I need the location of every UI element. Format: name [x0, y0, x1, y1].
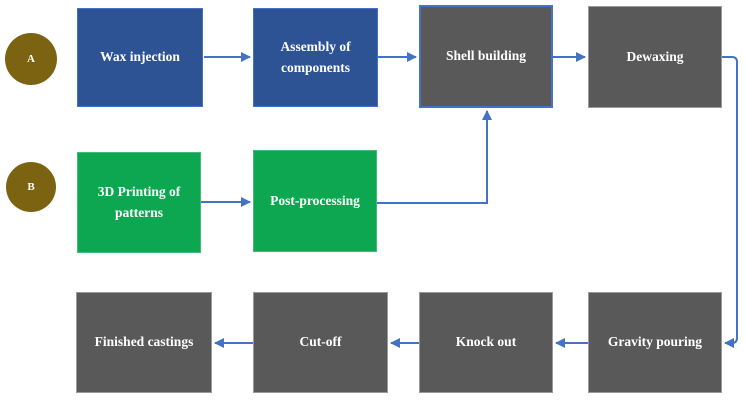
node-cut-off: Cut-off: [253, 292, 388, 393]
node-dewaxing-label: Dewaxing: [626, 48, 684, 64]
node-finished-castings: Finished castings: [76, 292, 212, 393]
node-3d-printing-of-patterns-label: 3D Printing of patterns: [97, 183, 181, 220]
node-dewaxing: Dewaxing: [588, 6, 722, 108]
node-shell-building: Shell building: [419, 5, 553, 108]
node-gravity-pouring-label: Gravity pouring: [607, 334, 703, 350]
node-post-processing-label: Post-processing: [270, 192, 360, 208]
route-a-label: A: [27, 53, 35, 65]
node-post-processing: Post-processing: [253, 150, 377, 252]
node-gravity-pouring: Gravity pouring: [588, 292, 722, 393]
node-knock-out: Knock out: [419, 292, 553, 393]
node-wax-injection: Wax injection: [77, 8, 203, 107]
node-wax-injection-label: Wax injection: [100, 49, 180, 65]
route-a-badge: A: [5, 33, 57, 85]
node-knock-out-label: Knock out: [455, 334, 517, 350]
node-assembly-of-components-label: Assembly of components: [280, 38, 351, 75]
node-shell-building-label: Shell building: [446, 48, 526, 64]
edge-dewaxing-to-gravity-pouring: [722, 56, 738, 348]
node-assembly-of-components: Assembly of components: [253, 8, 378, 107]
node-finished-castings-label: Finished castings: [94, 334, 194, 350]
node-3d-printing-of-patterns: 3D Printing of patterns: [77, 152, 201, 253]
route-b-badge: B: [6, 162, 56, 212]
node-cut-off-label: Cut-off: [299, 334, 342, 350]
route-b-label: B: [27, 181, 35, 193]
edge-post-processing-to-shell-building: [377, 110, 492, 204]
